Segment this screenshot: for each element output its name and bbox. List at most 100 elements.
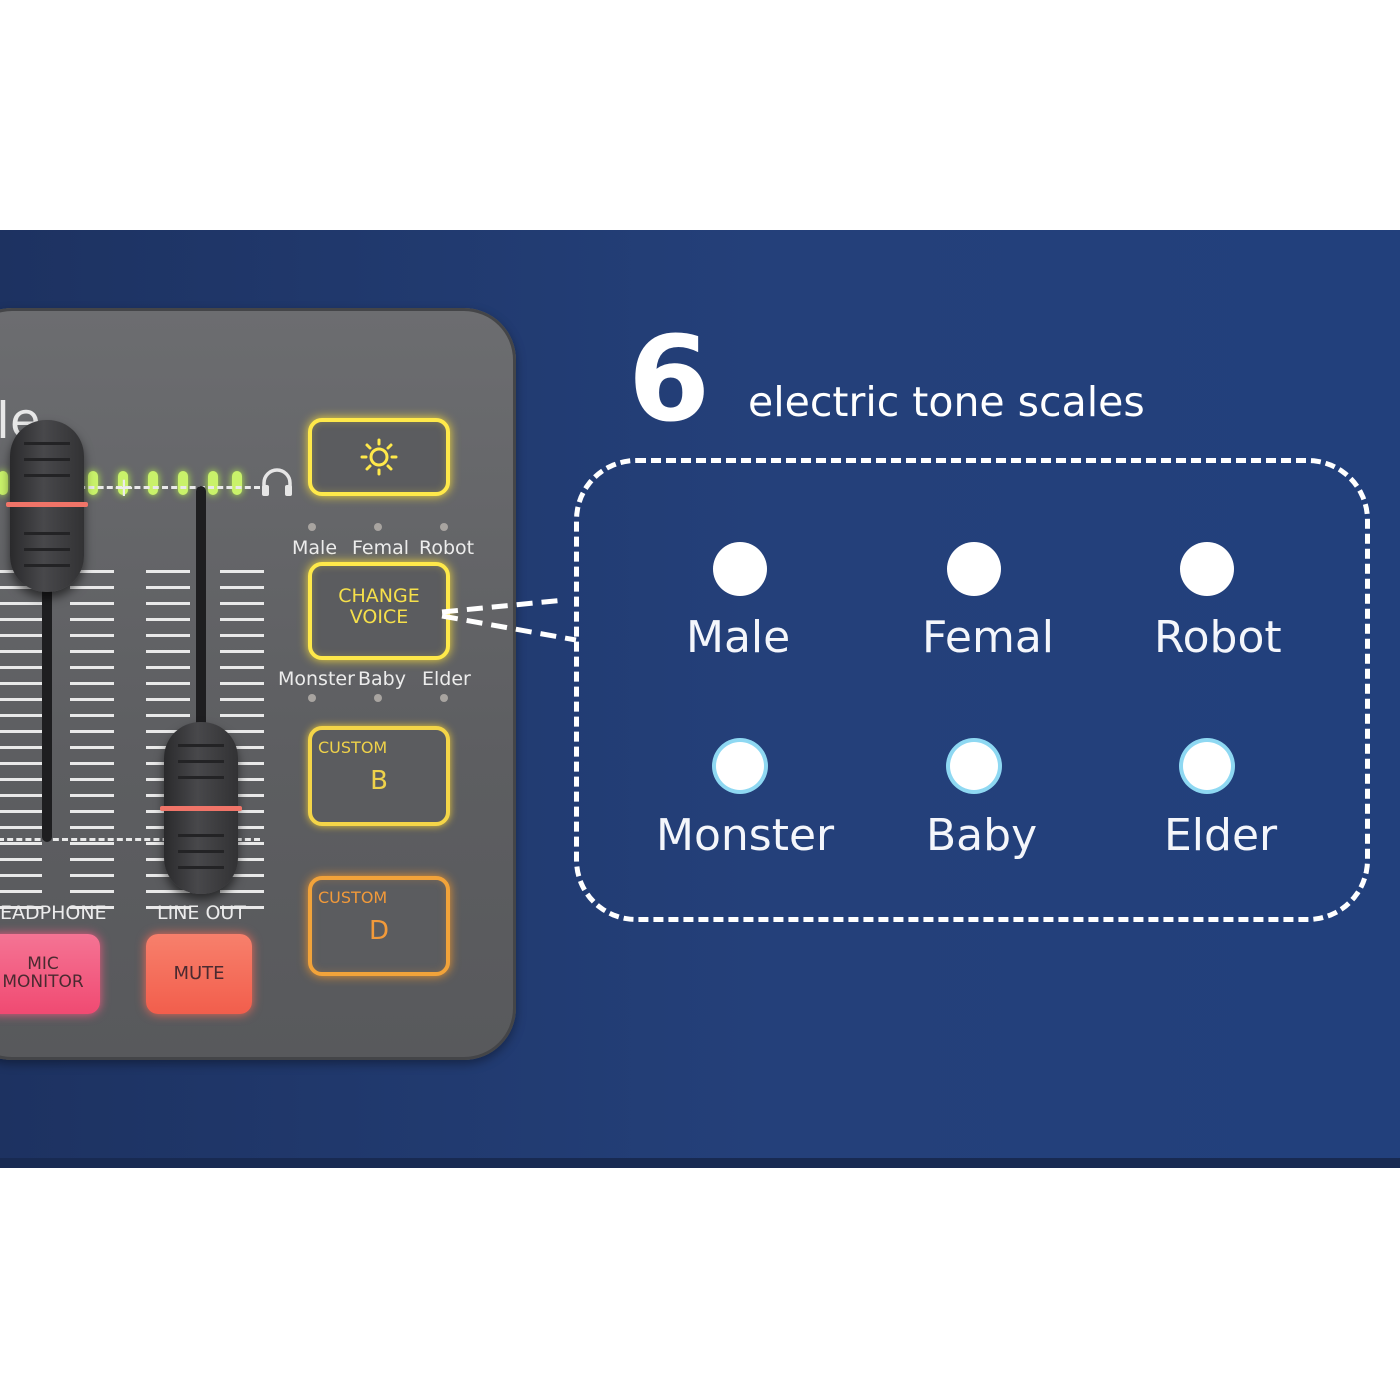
scale-tick	[70, 570, 114, 573]
scale-tick	[220, 794, 264, 797]
fader-bottom-line	[0, 838, 260, 841]
level-led	[232, 471, 242, 495]
scale-tick	[70, 842, 114, 845]
change-voice-line1: CHANGE	[338, 585, 420, 607]
level-led	[148, 471, 158, 495]
scale-tick	[70, 778, 114, 781]
scale-tick	[220, 874, 264, 877]
scale-tick	[70, 634, 114, 637]
blue-banner: le +	[0, 230, 1400, 1168]
level-led	[88, 471, 98, 495]
scale-tick	[0, 682, 42, 685]
scale-tick	[220, 682, 264, 685]
custom-b-small-label: CUSTOM	[318, 738, 388, 757]
option-label-monster: Monster	[656, 810, 835, 861]
custom-d-button[interactable]: CUSTOM D	[308, 876, 450, 976]
level-led	[0, 471, 8, 495]
scale-tick	[0, 842, 42, 845]
scale-tick	[70, 650, 114, 653]
callout-connector	[441, 597, 577, 643]
indicator-dot	[308, 694, 316, 702]
line-out-label: LINE OUT	[157, 902, 246, 924]
scale-tick	[146, 586, 190, 589]
option-label-femal: Femal	[922, 612, 1055, 663]
brightness-button[interactable]	[308, 418, 450, 496]
scale-tick	[0, 586, 42, 589]
scale-tick	[0, 698, 42, 701]
scale-tick	[220, 666, 264, 669]
change-voice-button[interactable]: CHANGE VOICE	[308, 562, 450, 660]
scale-tick	[70, 586, 114, 589]
scale-tick	[70, 810, 114, 813]
headphone-label: EADPHONE	[0, 902, 107, 924]
callout-title: electric tone scales	[748, 378, 1145, 426]
scale-tick	[0, 778, 42, 781]
mic-monitor-button[interactable]: MIC MONITOR	[0, 934, 100, 1014]
level-led	[118, 471, 128, 495]
mic-monitor-line1: MIC	[27, 954, 59, 974]
custom-d-letter: D	[368, 916, 390, 946]
scale-tick	[146, 666, 190, 669]
mute-button[interactable]: MUTE	[146, 934, 252, 1014]
scale-tick	[220, 810, 264, 813]
scale-tick	[146, 602, 190, 605]
scale-tick	[70, 874, 114, 877]
scale-tick	[0, 634, 42, 637]
fader-slot-line-out	[196, 486, 206, 842]
plus-mark: +	[113, 473, 135, 503]
option-dot-elder	[1183, 742, 1231, 790]
scale-tick	[220, 650, 264, 653]
headphones-icon	[262, 468, 292, 496]
voice-label-monster: Monster	[278, 668, 355, 690]
scale-tick	[220, 746, 264, 749]
scale-tick	[0, 858, 42, 861]
scale-tick	[0, 794, 42, 797]
scale-tick	[0, 746, 42, 749]
scale-tick	[70, 906, 114, 909]
tone-options-panel	[574, 458, 1370, 922]
option-dot-male	[713, 542, 767, 596]
scale-tick	[0, 650, 42, 653]
scale-tick	[146, 618, 190, 621]
fader-slot-headphone	[42, 486, 52, 842]
scale-tick	[0, 762, 42, 765]
indicator-dot	[374, 694, 382, 702]
scale-tick	[0, 874, 42, 877]
scale-tick	[220, 730, 264, 733]
scale-tick	[220, 602, 264, 605]
scale-tick	[146, 730, 190, 733]
option-label-elder: Elder	[1164, 810, 1278, 861]
line-out-fader-knob[interactable]	[160, 722, 242, 894]
callout-number: 6	[628, 310, 711, 448]
headphone-fader-knob[interactable]	[6, 420, 88, 592]
scale-tick	[70, 762, 114, 765]
fader-scale	[70, 570, 114, 920]
voice-label-baby: Baby	[358, 668, 406, 690]
scale-tick	[220, 826, 264, 829]
option-label-baby: Baby	[926, 810, 1038, 861]
scale-tick	[146, 650, 190, 653]
scale-tick	[0, 906, 42, 909]
scale-tick	[0, 714, 42, 717]
fader-scale	[0, 570, 42, 920]
voice-changer-device: le +	[0, 308, 516, 1060]
voice-label-male: Male	[292, 537, 338, 559]
scale-tick	[146, 890, 190, 893]
sun-icon	[360, 438, 398, 476]
scale-tick	[70, 698, 114, 701]
scale-tick	[220, 778, 264, 781]
scale-tick	[146, 634, 190, 637]
scale-tick	[70, 794, 114, 797]
scale-tick	[146, 714, 190, 717]
level-led	[208, 471, 218, 495]
mute-label: MUTE	[173, 963, 225, 984]
indicator-dot	[440, 523, 448, 531]
custom-b-button[interactable]: CUSTOM B	[308, 726, 450, 826]
scale-tick	[70, 730, 114, 733]
scale-tick	[220, 858, 264, 861]
option-label-male: Male	[686, 612, 791, 663]
scale-tick	[0, 890, 42, 893]
option-dot-femal	[947, 542, 1001, 596]
scale-tick	[0, 730, 42, 733]
scale-tick	[0, 618, 42, 621]
